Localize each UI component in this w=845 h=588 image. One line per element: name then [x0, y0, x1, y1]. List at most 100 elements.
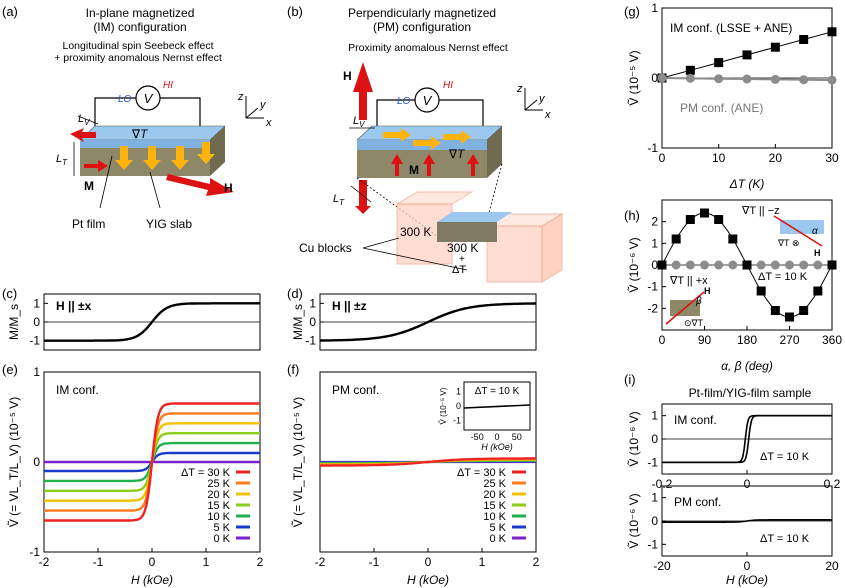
chart-h-beta: β [695, 296, 702, 307]
panel-label-c: (c) [2, 286, 18, 301]
chart-e-ytick-label: 1 [33, 365, 40, 379]
panel-b-bracket: Proximity anomalous Nernst effect [318, 42, 538, 54]
chart-i-top-xtick-label: 0 [744, 477, 751, 491]
panel-b-title-line2: (PM) configuration [372, 20, 472, 34]
panel-a-bracket: Longitudinal spin Seebeck effect + proxi… [8, 40, 268, 64]
chart-i-top-ytick-label: 0 [651, 432, 658, 446]
m-label-b: M [409, 163, 419, 177]
chart-h-point-minusz [770, 306, 780, 315]
chart-e-legend-label: 10 K [207, 511, 230, 523]
cu-blocks-label: Cu blocks [299, 241, 352, 255]
chart-h-point-minusz [799, 306, 809, 315]
voltmeter-icon-b [414, 87, 440, 113]
chart-h-gradT-in: ∇T ⊗ [777, 238, 799, 248]
chart-f-ylabel: Ṽ (= VL_T/L_V) (10⁻⁵ V) [291, 397, 305, 527]
chart-g-ylabel: Ṽ (10⁻⁵ V) [627, 50, 641, 105]
hi-label-b: HI [443, 80, 453, 91]
chart-h-point-minusz [785, 312, 794, 322]
chart-i-bottom-ylabel: Ṽ (10⁻⁶ V) [627, 493, 641, 548]
chart-i-top-ylabel: Ṽ (10⁻⁶ V) [627, 411, 641, 466]
chart-g-xtick-label: 10 [712, 151, 726, 165]
chart-f-legend-label: 0 K [489, 533, 506, 545]
panel-a-schematic: V LO HI ∇T M H LV LT Pt film YIG slab z … [56, 80, 272, 231]
chart-h-dT-label: ΔT = 10 K [758, 271, 808, 283]
chart-h-ann-minus-z: ∇T || −z [741, 205, 780, 217]
cu-blocks [395, 191, 564, 283]
voltmeter-icon [135, 85, 161, 111]
lv-label: LV [78, 113, 90, 127]
chart-i-bottom-xlabel: H (kOe) [726, 573, 768, 587]
chart-f-xtick-label: -1 [369, 555, 380, 569]
chart-h-point-plusx [685, 260, 695, 270]
gradT-label-b: ∇T [448, 147, 466, 161]
chart-h-point-minusz [671, 234, 681, 244]
chart-h-point-minusz [742, 260, 752, 270]
chart-h-point-plusx [770, 260, 780, 270]
chart-g-point-pm [770, 74, 780, 84]
panel-label-i: (i) [624, 372, 636, 387]
chart-g-xtick-label: 30 [825, 151, 839, 165]
chart-h-xtick-label: 270 [779, 333, 799, 347]
chart-g-xtick-label: 0 [659, 151, 666, 165]
chart-c-curve [44, 302, 260, 342]
chart-e-conf: IM conf. [56, 383, 99, 397]
chart-e-xtick-label: 2 [257, 555, 264, 569]
chart-i-bottom-ytick-label: 1 [651, 491, 658, 505]
chart-h-ann-plus-x: ∇T || +x [669, 275, 708, 287]
chart-f-inset-xlabel: H (kOe) [481, 442, 513, 452]
chart-c-ytick-label: 0 [33, 315, 40, 329]
chart-g-point-im [770, 42, 780, 52]
chart-d-field-label: H || ±z [332, 299, 367, 313]
chart-i-bottom-curve [662, 519, 832, 523]
chart-f-legend-label: 15 K [483, 500, 506, 512]
chart-e-legend-label: 25 K [207, 478, 230, 490]
chart-g-point-im [714, 58, 724, 68]
chart-e-legend-label: 0 K [213, 533, 230, 545]
chart-g-xtick-label: 20 [769, 151, 783, 165]
lt-label: LT [56, 153, 68, 167]
chart-d-ytick-label: 0 [309, 315, 316, 329]
chart-c-field-label: H || ±x [56, 299, 92, 313]
chart-h-inset-bottom-h: H [704, 286, 711, 296]
m-arrows-b [391, 154, 479, 176]
chart-h-point-plusx [714, 260, 724, 270]
panel-i-title: Pt-film/YIG-film sample [688, 386, 812, 400]
chart-g-point-im [742, 50, 752, 60]
chart-c-ytick-label: 1 [33, 296, 40, 310]
chart-h-inset-bottom-h-arrow [665, 291, 705, 325]
chart-i-top-ytick-label: 1 [651, 409, 658, 423]
axes-icon [245, 96, 264, 119]
gradT-label: ∇T [131, 127, 149, 141]
chart-i-top-dT: ΔT = 10 K [760, 451, 810, 463]
panel-b-schematic: H V LO HI ∇T M LV LT 300 K 300 K + ΔT Cu… [299, 62, 564, 283]
chart-f-legend-label: 20 K [483, 489, 506, 501]
panel-a-title-line2: (IM) configuration [93, 20, 187, 34]
axis-y-b: y [538, 93, 546, 105]
chart-d-ylabel: M/M_s [291, 304, 305, 340]
chart-g-point-pm [827, 75, 837, 85]
chart-f-xtick-label: -2 [315, 555, 326, 569]
axis-x-b: x [544, 109, 551, 121]
chart-e-legend-label: 15 K [207, 500, 230, 512]
chart-g-point-im [827, 27, 837, 37]
chart-h-inset-top-sample [780, 220, 824, 234]
chart-c-ytick-label: -1 [29, 334, 40, 348]
panel-a-title-line1: In-plane magnetized [85, 6, 195, 20]
chart-e-xtick-label: 0 [149, 555, 156, 569]
yig-side [210, 126, 225, 176]
chart-f-series [320, 457, 536, 467]
chart-h-xtick-label: 90 [698, 333, 712, 347]
lo-label-b: LO [397, 96, 411, 107]
chart-g-point-im [685, 65, 695, 75]
chart-h-ytick-label: 1 [651, 236, 658, 250]
chart-h-point-plusx [813, 260, 823, 270]
chart-h-point-minusz [685, 215, 695, 224]
chart-f-inset-ytick-label: 0 [456, 401, 461, 411]
chart-d-curve [320, 302, 536, 342]
panel-b-title: Perpendicularly magnetized (PM) configur… [312, 6, 532, 34]
chart-h-ytick-label: -2 [647, 301, 658, 315]
chart-e-xtick-label: -2 [39, 555, 50, 569]
panel-label-a: (a) [2, 4, 18, 19]
chart-g-point-pm [714, 74, 724, 84]
chart-g-ytick-label: 0 [651, 71, 658, 85]
